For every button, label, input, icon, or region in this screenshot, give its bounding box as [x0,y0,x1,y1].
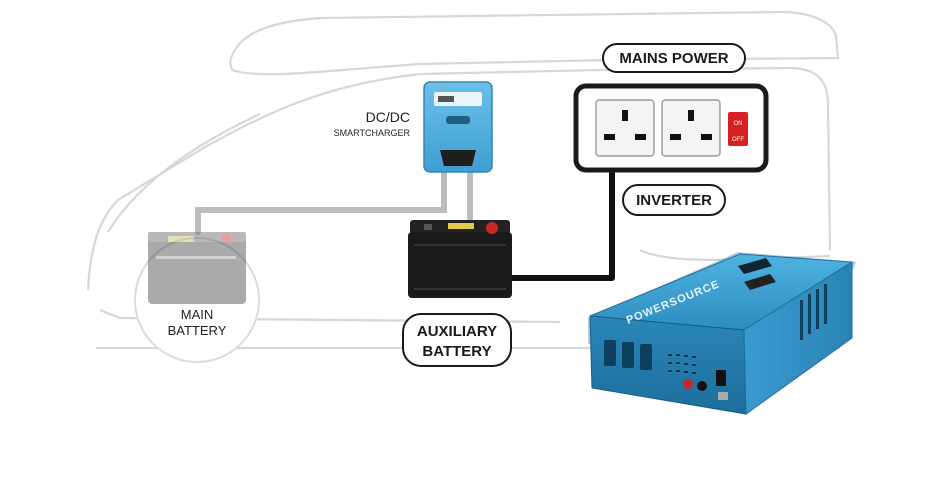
dcdc-charger [423,81,493,173]
power-inverter-unit: POWERSOURCE [588,252,856,415]
positive-terminal [486,222,498,234]
auxiliary-battery-label-line1: AUXILIARY [417,323,497,340]
auxiliary-battery [408,220,512,298]
auxiliary-battery-pill [402,313,512,367]
inverter-cable [509,169,615,281]
switch-on-label: ON [734,121,743,127]
inverter-pill [622,184,726,216]
dcdc-label-line1: DC/DC [366,109,410,125]
charger-cables [195,167,473,235]
uk-socket-right [661,99,721,157]
main-battery [148,232,246,304]
dcdc-label-line2: SMARTCHARGER [334,128,411,138]
inverter-label: INVERTER [636,192,712,209]
uk-socket-left [595,99,655,157]
main-battery-circle [134,237,260,363]
power-switch [728,112,748,146]
auxiliary-battery-label-line2: BATTERY [422,343,491,360]
mains-power-label: MAINS POWER [619,50,728,67]
socket-panel [573,83,769,173]
mains-power-pill [602,43,746,73]
main-battery-label-line1: MAIN [181,307,214,322]
main-battery-label-line2: BATTERY [168,323,227,338]
switch-off-label: OFF [732,137,744,143]
